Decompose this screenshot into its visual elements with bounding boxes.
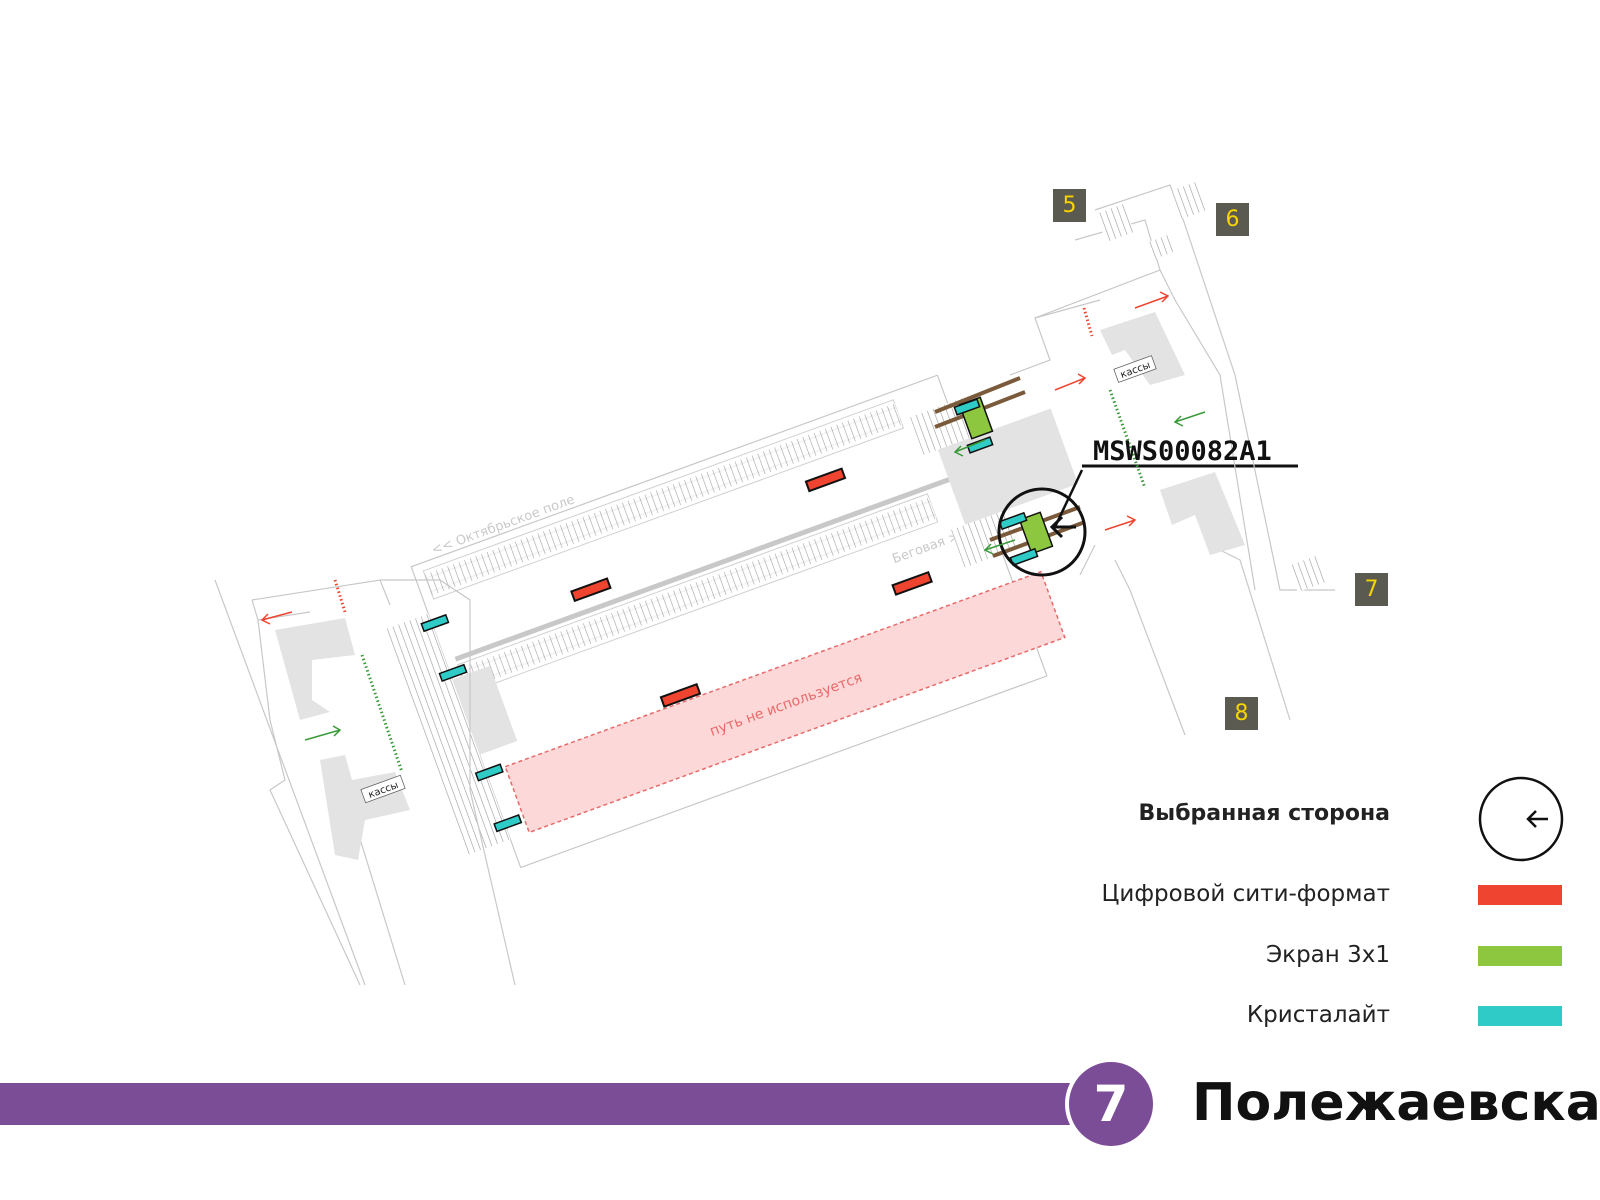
exit-badge-5: 5 [1053, 189, 1086, 222]
metro-line-bar [0, 1083, 1080, 1125]
track-lower [456, 493, 939, 694]
city-format-ad [570, 577, 612, 603]
legend-swatch-city-format [1478, 885, 1562, 905]
left-vestibule [214, 579, 516, 986]
right-vestibule-markers [953, 291, 1206, 555]
city-format-ad [659, 682, 702, 708]
exit-badge-6: 6 [1216, 203, 1249, 236]
unused-track-area [504, 570, 1066, 834]
left-cristalight-ads [420, 613, 523, 833]
right-hall-rooms: кассы [1100, 312, 1245, 555]
selected-code-label: MSWS00082A1 [1093, 436, 1272, 467]
legend-label: Экран 3x1 [1266, 942, 1390, 968]
exit-badge-7: 7 [1355, 573, 1388, 606]
right-vestibule [1009, 184, 1335, 736]
legend-title: Выбранная сторона [1138, 800, 1390, 826]
legend-item-cristalight: Кристалайт [1247, 1000, 1390, 1030]
direction-arrow-icon [1049, 515, 1076, 539]
legend-selected-side-icon [1478, 776, 1564, 862]
left-hall-rooms: кассы [275, 618, 410, 860]
track-divider [454, 468, 974, 662]
line-number-badge: 7 [1065, 1058, 1157, 1150]
selected-marker [997, 464, 1298, 577]
right-stairs [1095, 180, 1326, 593]
legend-label: Кристалайт [1246, 1002, 1390, 1028]
legend-item-city-format: Цифровой сити-формат [1102, 879, 1390, 909]
station-name: Полежаевская [1192, 1073, 1600, 1133]
city-format-ad [891, 570, 933, 596]
exit-badge-8: 8 [1225, 697, 1258, 730]
city-format-ads [570, 467, 933, 708]
legend-label: Цифровой сити-формат [1101, 881, 1390, 907]
selected-screen-3x1-ad [1018, 511, 1054, 555]
left-stairs [386, 613, 511, 855]
city-format-ad [804, 467, 847, 493]
legend-swatch-cristalight [1478, 1006, 1562, 1026]
legend-item-screen: Экран 3x1 [1266, 940, 1390, 970]
left-vestibule-markers [260, 579, 404, 773]
legend-swatch-screen [1478, 946, 1562, 966]
track-upper [422, 399, 905, 600]
legend-selected-side: Выбранная сторона [1139, 798, 1390, 828]
platform-group: путь не используется << Октябрьское поле… [386, 374, 1079, 869]
